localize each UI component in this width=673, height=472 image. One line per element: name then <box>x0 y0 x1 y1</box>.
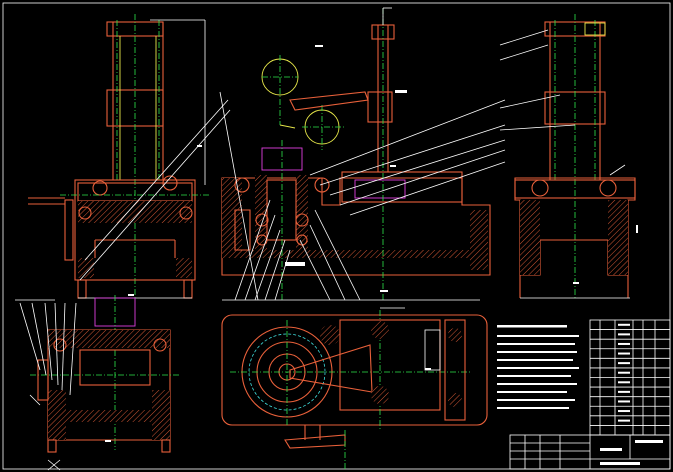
parts-list-cell <box>618 371 630 374</box>
parts-list-cell <box>618 419 630 422</box>
side-view[interactable] <box>499 14 638 300</box>
front-view[interactable] <box>28 14 231 300</box>
technical-notes <box>497 325 579 409</box>
parts-list-cell <box>618 410 630 413</box>
parts-list-cell <box>618 362 630 365</box>
parts-list-cell <box>618 333 630 336</box>
title-block[interactable] <box>509 434 671 470</box>
parts-list-cell <box>618 400 630 403</box>
parts-list-cell <box>618 323 630 326</box>
section-view[interactable] <box>219 7 506 301</box>
parts-list-cell <box>618 390 630 393</box>
parts-list-cell <box>618 352 630 355</box>
parts-list-cell <box>618 342 630 345</box>
parts-list-cell <box>618 381 630 384</box>
bottom-left-view[interactable] <box>15 295 180 471</box>
dimension-tag <box>128 294 134 296</box>
parts-list-table[interactable] <box>589 319 671 436</box>
top-view[interactable] <box>221 307 488 470</box>
